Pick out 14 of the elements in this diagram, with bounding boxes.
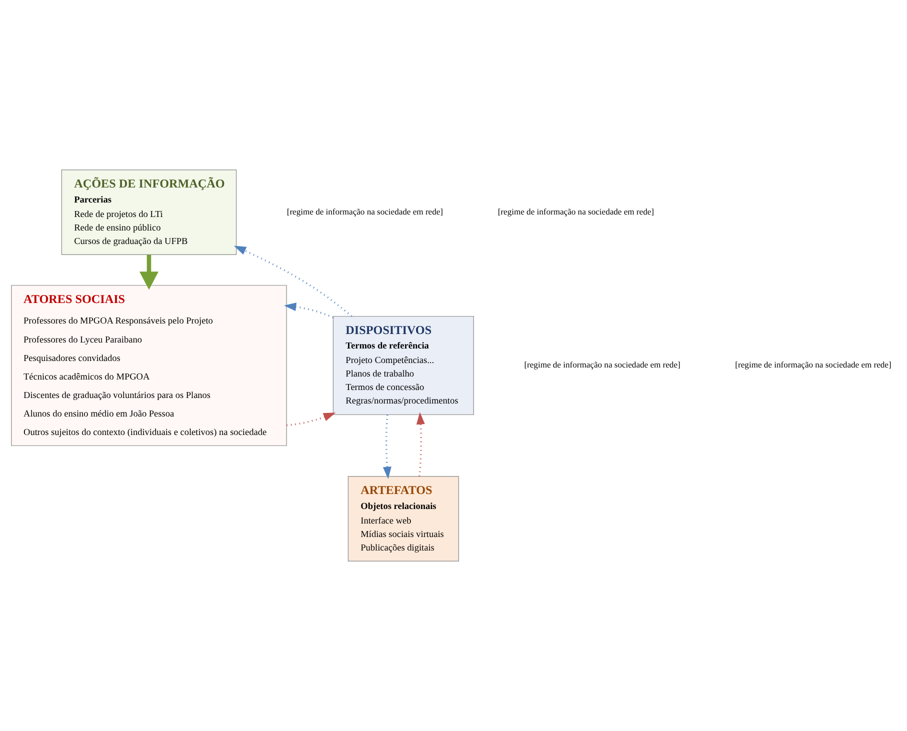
- node-box: DISPOSITIVOS Termos de referência Projeto Competências... Planos de trabalho Termos de concessão Regras/normas/procedimentos: [332, 316, 474, 416]
- arrow: [286, 412, 336, 426]
- label: [regime de informação na sociedade em rede]: [735, 360, 892, 370]
- arrow: [284, 302, 334, 318]
- arrow: [382, 414, 392, 479]
- node-box: AÇÕES DE INFORMAÇÃO Parcerias Rede de projetos do LTi Rede de ensino público Cursos de graduação da UFPB: [61, 170, 237, 256]
- label: [regime de informação na sociedade em rede]: [498, 206, 654, 216]
- node-box: ARTEFATOS Objetos relacionais Interface web Mídias sociais virtuais Publicações digitais: [348, 476, 460, 562]
- arrow: [139, 254, 158, 290]
- node-box: ATORES SOCIAIS Professores do MPGOA Responsáveis pelo Projeto Professores do Lyceu Paraibano Pesquisadores convidados Técnicos acadêmicos do MPGOA Discentes de graduação voluntários para os Planos Alunos do ensino médio em João Pessoa Outros sujeitos do contexto (individuais e coletivos) na sociedade: [11, 284, 287, 446]
- arrow: [234, 246, 352, 317]
- label: [regime de informação na sociedade em rede]: [286, 206, 444, 216]
- arrow: [416, 412, 425, 476]
- label: [regime de informação na sociedade em rede]: [524, 360, 680, 370]
